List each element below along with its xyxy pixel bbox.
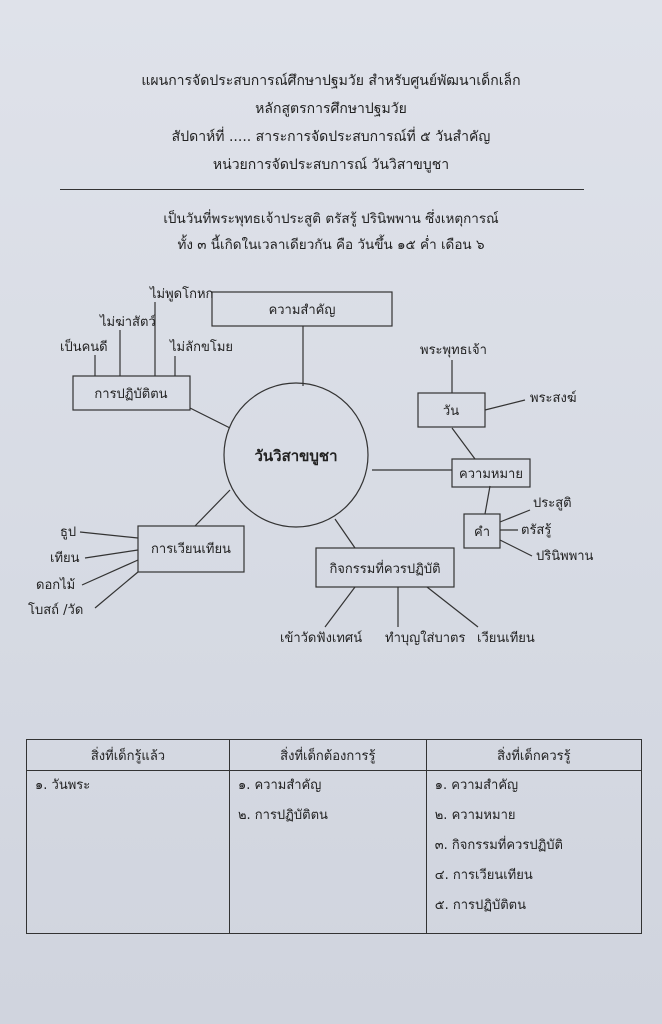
day-item: พระสงฆ์	[530, 390, 576, 406]
week-subject-line: สัปดาห์ที่ ..... สาระการจัดประสบการณ์ที่…	[171, 129, 491, 145]
list-item: ๒. การปฏิบัติตน	[237, 808, 328, 823]
procession-label: การเวียนเทียน	[151, 541, 231, 557]
list-item: ๑. วันพระ	[35, 778, 91, 793]
list-item: ๑. ความสำคัญ	[237, 778, 322, 793]
activities-item: ทำบุญใส่บาตร	[385, 630, 465, 646]
header-divider	[60, 189, 584, 190]
importance-label: ความสำคัญ	[269, 303, 336, 318]
practice-node: การปฏิบัติตน ไม่พูดโกหก ไม่ฆ่าสัตว์ เป็น…	[60, 286, 233, 411]
practice-item: ไม่ลักขโมย	[169, 339, 233, 355]
practice-item: ไม่พูดโกหก	[149, 286, 213, 302]
known-cell: ๑. วันพระ	[26, 770, 230, 934]
day-label: วัน	[443, 404, 459, 419]
should-know-cell: ๑. ความสำคัญ ๒. ความหมาย ๓. กิจกรรมที่คว…	[425, 770, 643, 934]
procession-item: โบสถ์ /วัด	[28, 602, 83, 618]
table-row: ๑. วันพระ ๑. ความสำคัญ ๒. การปฏิบัติตน ๑…	[26, 770, 643, 934]
column-header: สิ่งที่เด็กรู้แล้ว	[26, 739, 230, 771]
plan-title: แผนการจัดประสบการณ์ศึกษาปฐมวัย สำหรับศูน…	[141, 73, 521, 89]
kwl-table: สิ่งที่เด็กรู้แล้ว สิ่งที่เด็กต้องการรู้…	[26, 739, 643, 934]
practice-item: ไม่ฆ่าสัตว์	[99, 314, 156, 330]
day-item: พระพุทธเจ้า	[420, 343, 487, 358]
intro-line-1: เป็นวันที่พระพุทธเจ้าประสูติ ตรัสรู้ ปริ…	[163, 211, 499, 227]
day-node: วัน พระพุทธเจ้า พระสงฆ์	[417, 343, 576, 428]
procession-item: ธูป	[60, 525, 76, 540]
list-item: ๒. ความหมาย	[434, 808, 516, 823]
mind-map-connectors	[79, 302, 533, 628]
list-item: ๑. ความสำคัญ	[434, 778, 519, 793]
meaning-label: ความหมาย	[459, 467, 523, 482]
meaning-node: ความหมาย	[451, 458, 531, 488]
center-node: วันวิสาขบูชา	[223, 382, 369, 528]
practice-item: เป็นคนดี	[60, 337, 108, 355]
activities-item: เข้าวัดฟังเทศน์	[280, 630, 362, 646]
practice-label: การปฏิบัติตน	[94, 387, 167, 402]
word-item: ประสูติ	[533, 496, 572, 511]
word-node: คำ ประสูติ ตรัสรู้ ปรินิพพาน	[463, 496, 594, 564]
unit-title: หน่วยการจัดประสบการณ์ วันวิสาขบูชา	[212, 157, 450, 173]
word-item: ตรัสรู้	[521, 523, 551, 538]
column-header: สิ่งที่เด็กต้องการรู้	[228, 739, 427, 771]
activities-item: เวียนเทียน	[477, 630, 535, 646]
intro-line-2: ทั้ง ๓ นี้เกิดในเวลาเดียวกัน คือ วันขึ้น…	[177, 237, 485, 253]
column-header: สิ่งที่เด็กควรรู้	[425, 739, 643, 771]
procession-node: การเวียนเทียน ธูป เทียน ดอกไม้ โบสถ์ /วั…	[28, 525, 245, 618]
center-label: วันวิสาขบูชา	[254, 447, 337, 466]
want-to-know-cell: ๑. ความสำคัญ ๒. การปฏิบัติตน	[228, 770, 427, 934]
word-item: ปรินิพพาน	[536, 549, 594, 564]
mind-map: วันวิสาขบูชา ความสำคัญ การปฏิบัติตน ไม่พ…	[28, 286, 594, 646]
curriculum-title: หลักสูตรการศึกษาปฐมวัย	[255, 101, 407, 117]
list-item: ๓. กิจกรรมที่ควรปฏิบัติ	[434, 838, 564, 853]
procession-item: ดอกไม้	[36, 577, 75, 593]
activities-node: กิจกรรมที่ควรปฏิบัติ เข้าวัดฟังเทศน์ ทำบ…	[280, 547, 535, 646]
importance-node: ความสำคัญ	[211, 291, 393, 327]
table-header-row: สิ่งที่เด็กรู้แล้ว สิ่งที่เด็กต้องการรู้…	[26, 739, 643, 771]
activities-label: กิจกรรมที่ควรปฏิบัติ	[329, 560, 440, 577]
procession-item: เทียน	[50, 550, 80, 566]
word-label: คำ	[474, 525, 490, 540]
list-item: ๕. การปฏิบัติตน	[434, 898, 526, 913]
list-item: ๔. การเวียนเทียน	[434, 868, 533, 883]
